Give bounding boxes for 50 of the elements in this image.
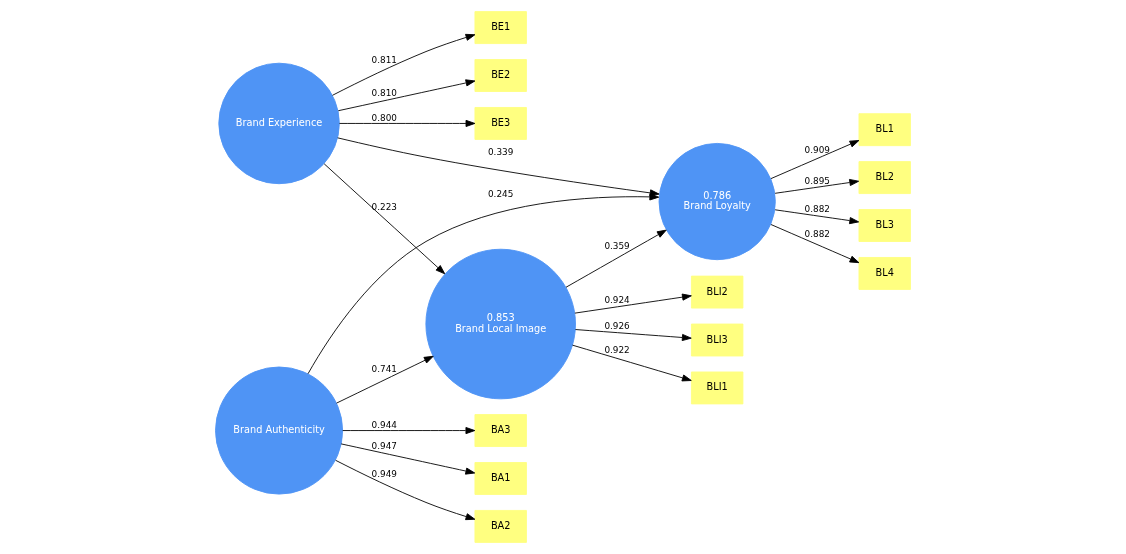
node-box: BL2 <box>858 161 911 194</box>
arrow <box>339 119 476 127</box>
arrow <box>336 355 434 404</box>
arrow <box>565 229 667 288</box>
arrow <box>323 163 446 275</box>
edge-label: 0.944 <box>371 419 397 430</box>
edge-label: 0.895 <box>804 175 830 186</box>
edge-label: 0.741 <box>371 363 397 374</box>
node-box: BL3 <box>858 209 911 242</box>
arrow <box>307 193 660 375</box>
arrow <box>574 293 692 314</box>
node-box: BLI3 <box>691 323 744 357</box>
edge-label: 0.949 <box>371 468 397 479</box>
arrow <box>335 459 476 521</box>
arrow <box>770 140 860 180</box>
arrow <box>774 178 860 194</box>
node-box: BLI1 <box>691 371 744 405</box>
node-box: BA2 <box>474 510 527 543</box>
edge-label: 0.922 <box>604 345 630 356</box>
edge-label: 0.882 <box>804 204 830 215</box>
node-box: BE1 <box>474 11 527 44</box>
arrow <box>332 33 476 96</box>
edge-label: 0.800 <box>371 112 397 123</box>
node-box: BA3 <box>474 414 527 447</box>
edge-label: 0.810 <box>371 87 397 98</box>
arrow <box>774 209 860 225</box>
edge-label: 0.339 <box>488 146 514 157</box>
edge-label: 0.223 <box>371 201 397 212</box>
edge-label: 0.924 <box>604 294 630 305</box>
node-box: BE2 <box>474 59 527 92</box>
arrow <box>575 329 692 342</box>
edge-label: 0.359 <box>604 241 630 252</box>
node-box: BLI2 <box>691 275 744 309</box>
edge-label: 0.811 <box>371 55 397 66</box>
arrow <box>340 443 476 475</box>
node-box: BL4 <box>858 257 911 290</box>
node-box: BA1 <box>474 462 527 495</box>
node-circle: Brand Authenticity <box>215 366 344 495</box>
arrow <box>337 79 476 112</box>
arrow <box>770 224 860 264</box>
node-circle: Brand Experience <box>218 62 340 185</box>
node-box: BL1 <box>858 113 911 147</box>
edge-label: 0.926 <box>604 321 630 332</box>
edge-label: 0.882 <box>804 229 830 240</box>
arrow <box>572 344 692 382</box>
node-box: BE3 <box>474 107 527 140</box>
edge-label: 0.947 <box>371 441 397 452</box>
edge-label: 0.245 <box>488 189 514 200</box>
arrow <box>342 427 476 435</box>
edge-label: 0.909 <box>804 144 830 155</box>
